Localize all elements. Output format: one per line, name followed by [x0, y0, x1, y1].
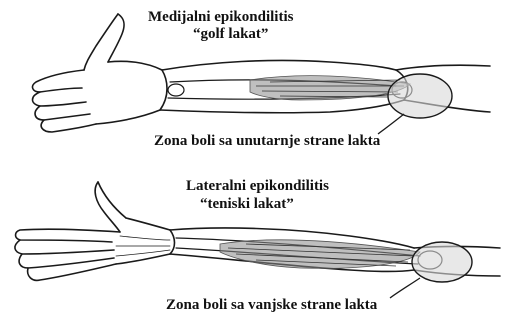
golf-elbow-forearm-muscle: [250, 76, 410, 100]
tennis-elbow-title: Lateralni epikondilitis: [186, 179, 329, 194]
golf-elbow-subtitle: “golf lakat”: [193, 27, 268, 42]
golf-elbow-zone-label: Zona boli sa unutarnje strane lakta: [154, 134, 380, 149]
golf-elbow-title: Medijalni epikondilitis: [148, 10, 293, 25]
tennis-elbow-forearm-muscle: [220, 240, 420, 269]
golf-elbow-leader-line: [378, 114, 404, 134]
tennis-elbow-subtitle: “teniski lakat”: [200, 197, 294, 212]
tennis-elbow-zone-label: Zona boli sa vanjske strane lakta: [166, 298, 377, 313]
tennis-elbow-leader-line: [390, 278, 420, 298]
